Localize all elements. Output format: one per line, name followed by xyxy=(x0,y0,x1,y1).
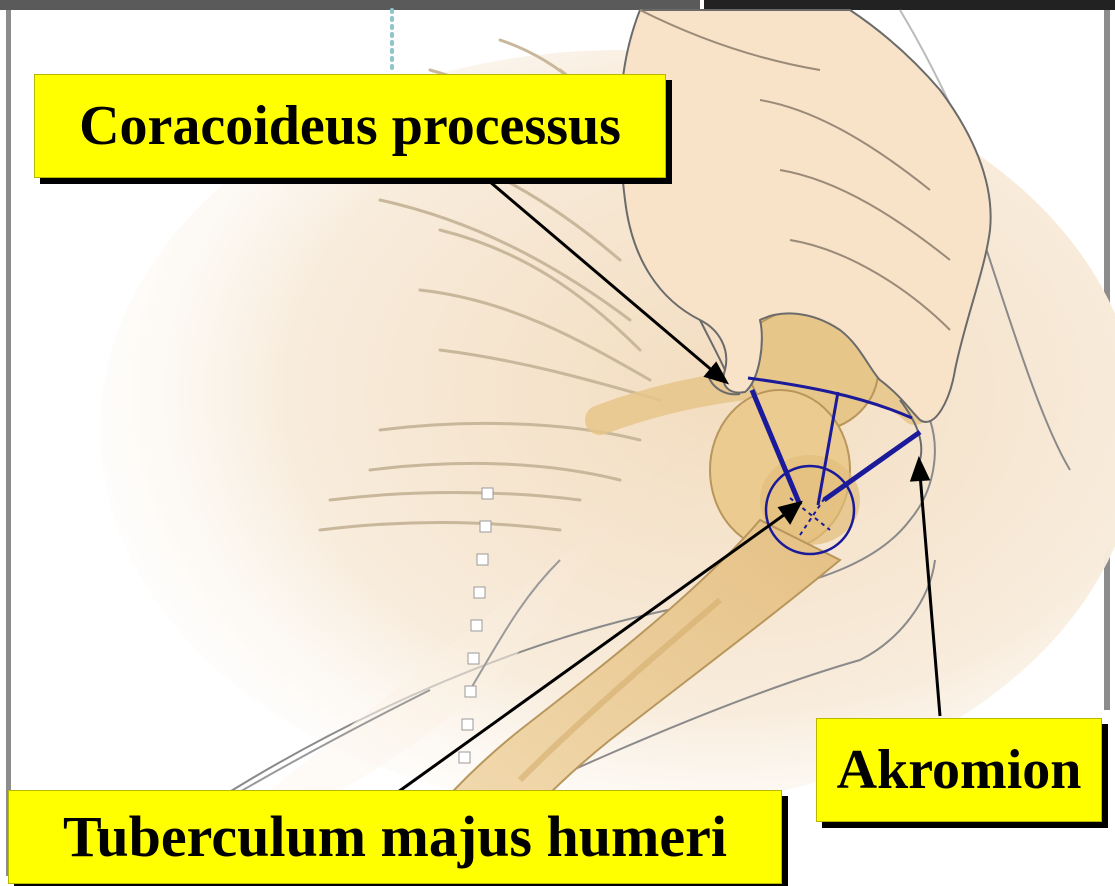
label-akromion: Akromion xyxy=(816,718,1102,822)
label-coracoid-process: Coracoideus processus xyxy=(34,74,666,178)
label-tuberculum-majus: Tuberculum majus humeri xyxy=(8,790,782,884)
